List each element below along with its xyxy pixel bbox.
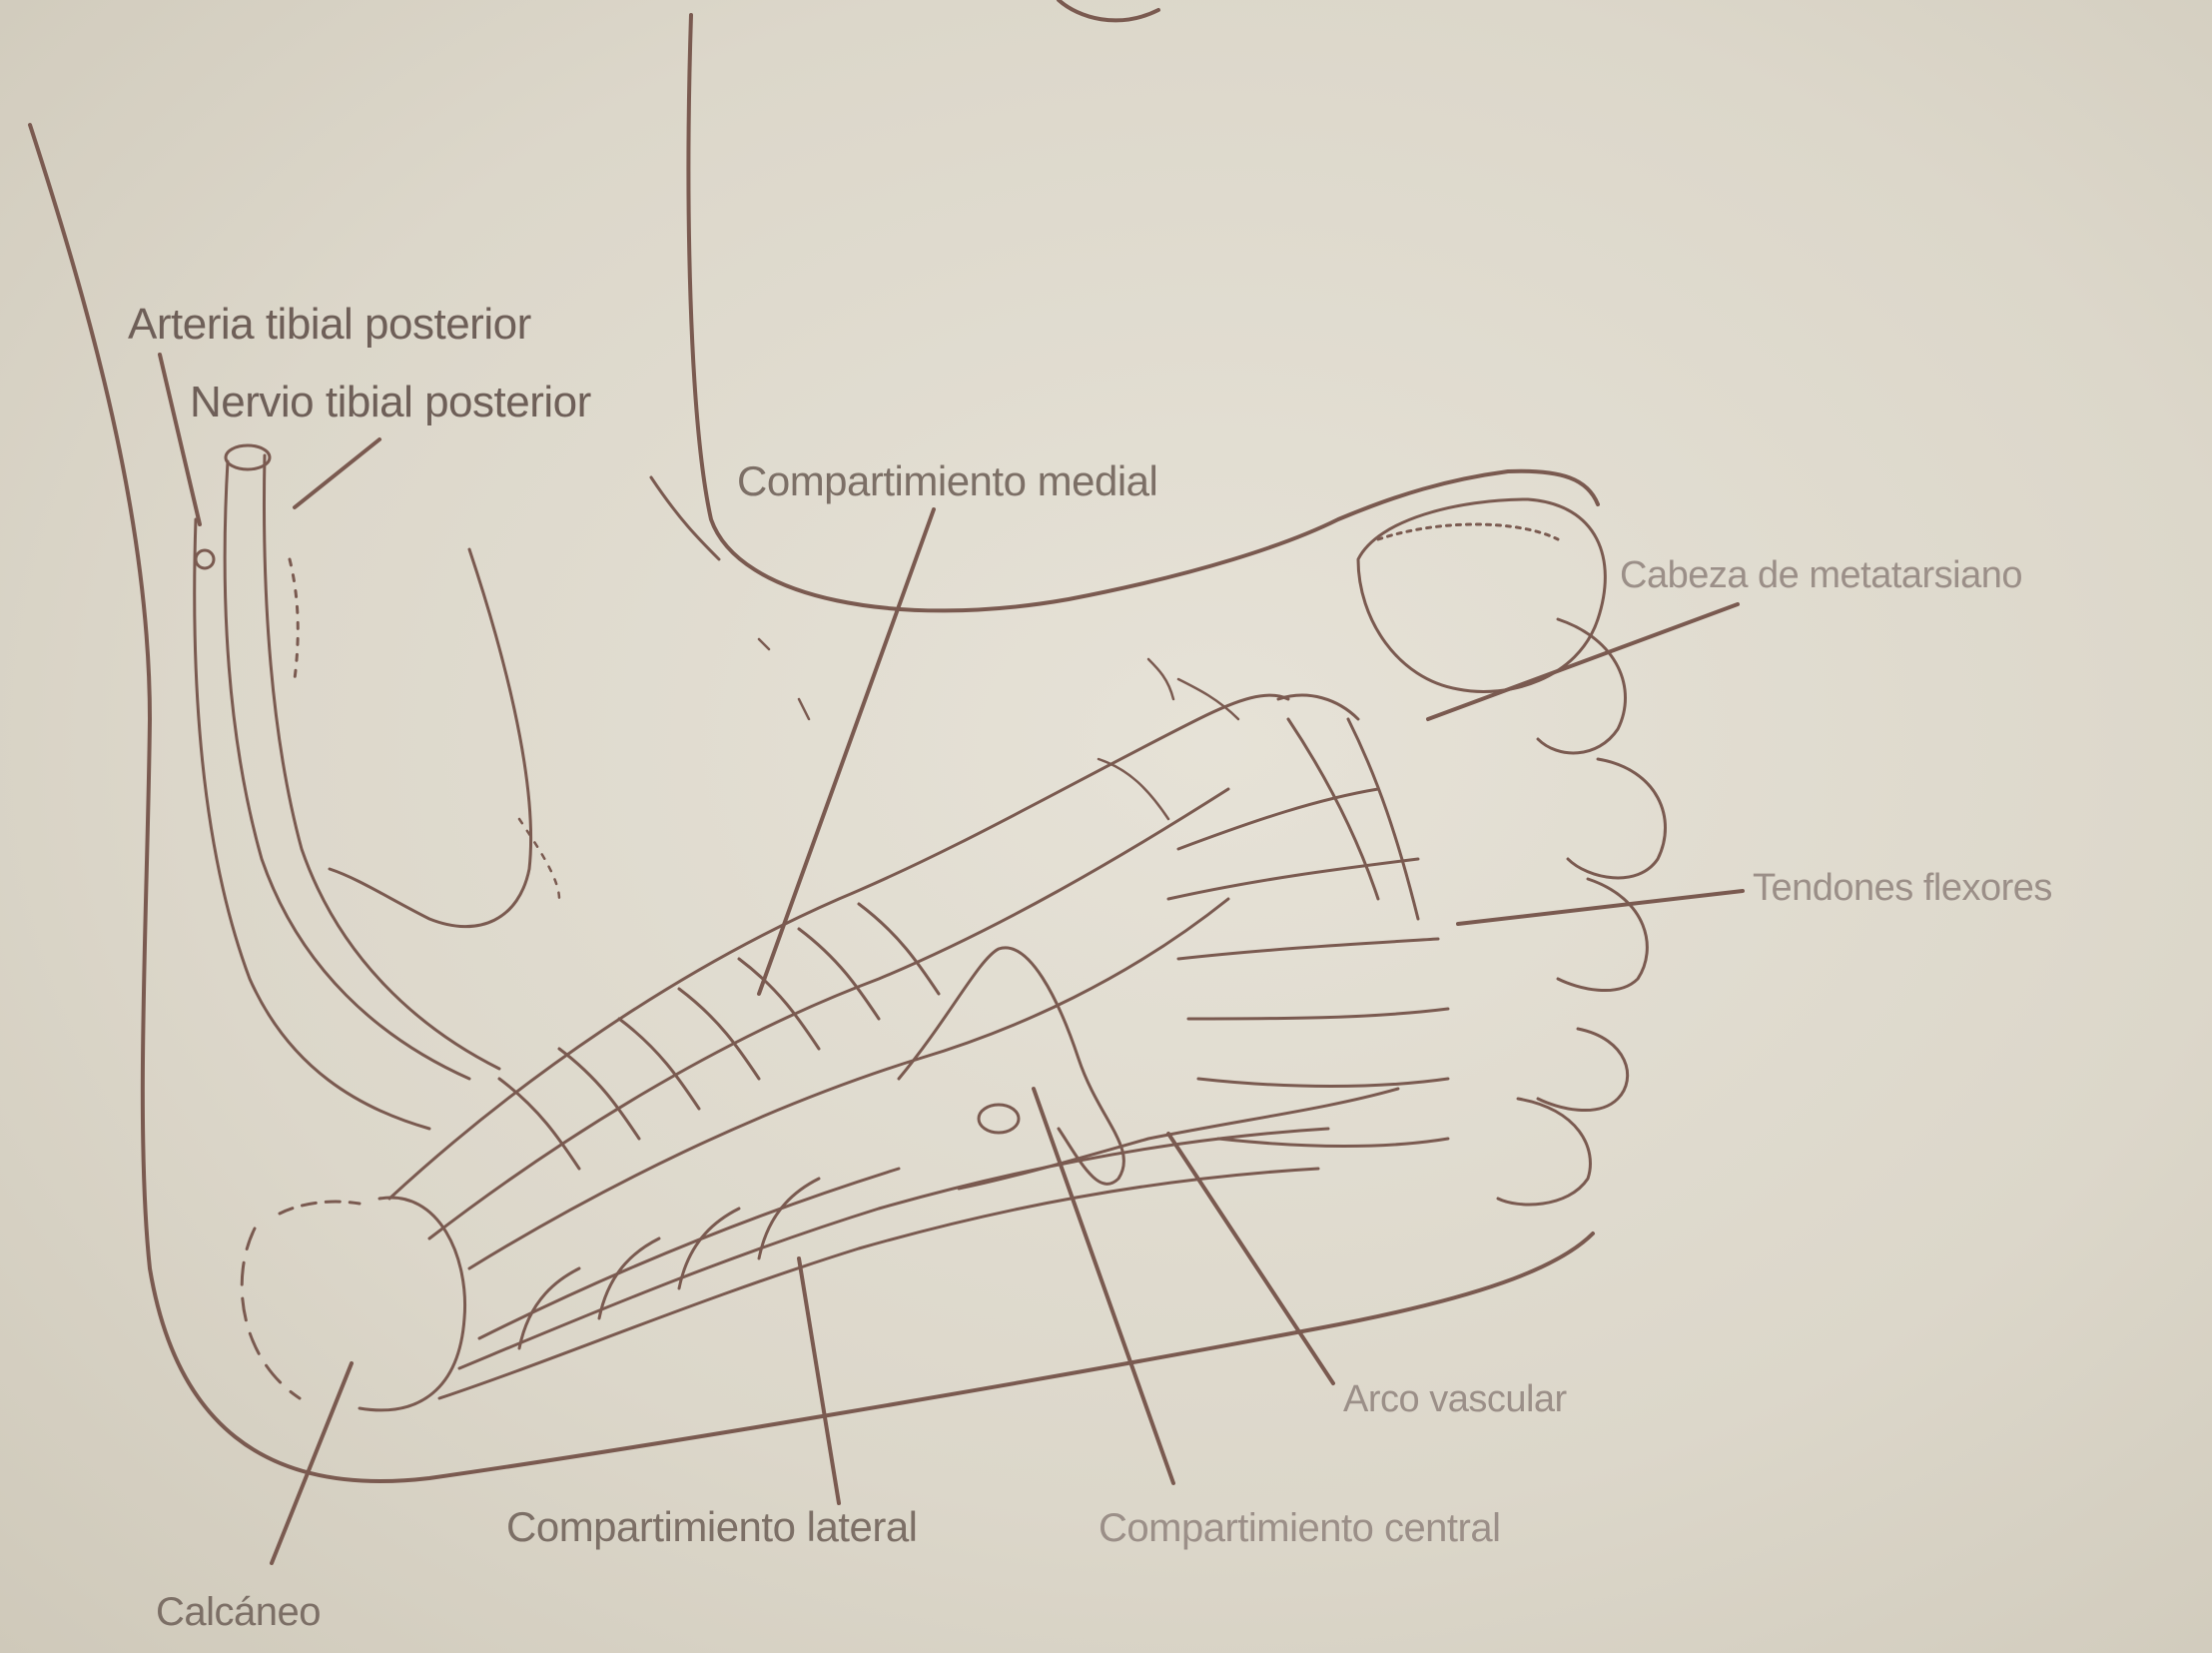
label-nervio-tibial-posterior: Nervio tibial posterior	[190, 378, 591, 427]
vascular-arch	[899, 948, 1398, 1189]
flexor-tendons	[1168, 719, 1448, 1147]
leader-nervio	[295, 439, 379, 507]
medial-compartment-muscle	[389, 695, 1288, 1268]
label-compartimiento-central: Compartimiento central	[1099, 1506, 1501, 1551]
inner-leg-contour	[330, 549, 531, 927]
leader-comp-lateral	[799, 1258, 839, 1503]
calcaneus-bone	[242, 1198, 464, 1410]
leader-arco	[1168, 1134, 1333, 1383]
leader-cabeza	[1428, 604, 1738, 719]
top-cutoff-stroke	[1059, 0, 1158, 20]
label-compartimiento-lateral: Compartimiento lateral	[506, 1503, 918, 1551]
label-tendones-flexores: Tendones flexores	[1753, 867, 2052, 910]
tibial-vessels	[195, 445, 499, 1129]
label-compartimiento-medial: Compartimiento medial	[737, 457, 1157, 505]
sketch-strokes	[519, 639, 1238, 899]
leader-tendones	[1458, 891, 1743, 924]
label-cabeza-de-metatarsiano: Cabeza de metatarsiano	[1620, 554, 2022, 597]
lateral-compartment-muscle	[439, 1129, 1328, 1398]
label-arteria-tibial-posterior: Arteria tibial posterior	[128, 300, 531, 350]
toes	[1278, 499, 1666, 1205]
leader-comp-medial	[759, 509, 934, 994]
label-arco-vascular: Arco vascular	[1343, 1378, 1567, 1421]
label-calcaneo: Calcáneo	[156, 1590, 321, 1635]
